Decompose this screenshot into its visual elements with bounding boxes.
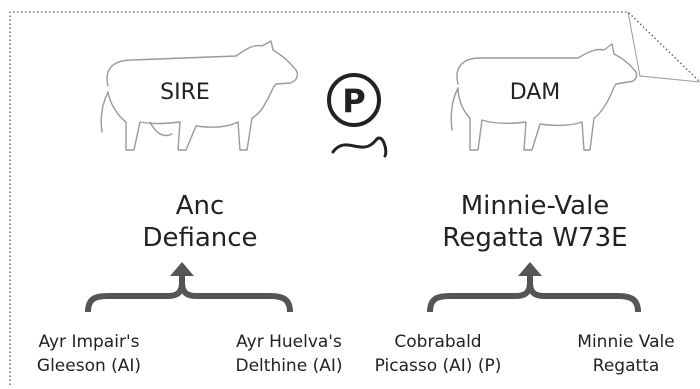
polled-letter: P <box>342 82 365 120</box>
sire-parent-2-line1: Ayr Huelva's <box>236 332 342 352</box>
sire-arrow-head <box>170 262 194 276</box>
dam-name-line1: Minnie-Vale <box>460 191 610 221</box>
dotted-border <box>9 11 700 385</box>
sire-label: SIRE <box>160 80 210 105</box>
dam-parent-2-line2: Regatta <box>592 356 660 376</box>
sire-parent-2: Ayr Huelva's Delthine (AI) <box>214 330 364 378</box>
dam-parent-1: Cobrabald Picasso (AI) (P) <box>358 330 518 378</box>
sire-cow-outline <box>100 40 299 151</box>
dam-name: Minnie-Vale Regatta W73E <box>430 190 640 254</box>
sire-parent-1-line1: Ayr Impair's <box>38 332 140 352</box>
dam-label: DAM <box>509 80 561 105</box>
folded-corner <box>627 11 700 83</box>
dam-cow-outline <box>450 43 638 151</box>
dam-parent-2-line1: Minnie Vale <box>577 332 675 352</box>
sire-parent-1: Ayr Impair's Gleeson (AI) <box>14 330 164 378</box>
polled-icon <box>327 73 388 158</box>
dam-parent-2: Minnie Vale Regatta <box>556 330 696 378</box>
dam-parent-1-line2: Picasso (AI) (P) <box>374 356 502 376</box>
dam-name-line2: Regatta W73E <box>442 223 628 253</box>
dam-parent-1-line1: Cobrabald <box>394 332 482 352</box>
sire-bracket <box>85 272 293 313</box>
sire-parent-1-line2: Gleeson (AI) <box>36 356 142 376</box>
dam-bracket <box>427 272 641 313</box>
sire-name-line2: Defiance <box>142 223 258 253</box>
dam-arrow-head <box>518 262 542 276</box>
sire-name: Anc Defiance <box>110 190 290 254</box>
sire-parent-2-line2: Delthine (AI) <box>235 356 343 376</box>
sire-name-line1: Anc <box>175 191 225 221</box>
